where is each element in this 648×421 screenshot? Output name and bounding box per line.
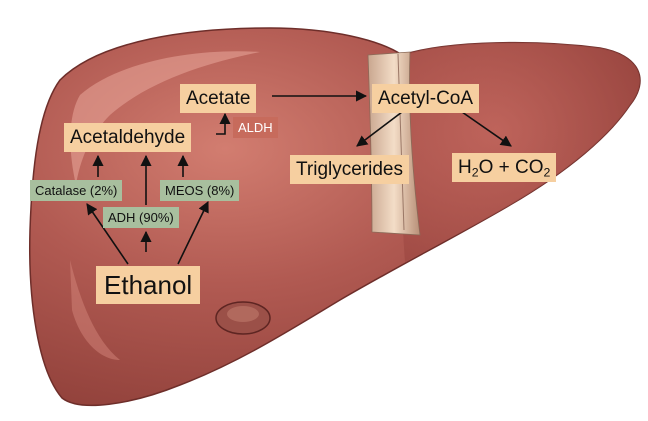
h2o-co2-part1: H	[458, 157, 472, 178]
label-acetyl-coa: Acetyl-CoA	[372, 84, 479, 113]
label-catalase: Catalase (2%)	[30, 180, 122, 201]
label-h2o-co2: H2O + CO2	[452, 153, 556, 182]
label-triglycerides: Triglycerides	[290, 155, 409, 184]
h2o-co2-sub2: 2	[544, 166, 551, 180]
label-meos: MEOS (8%)	[160, 180, 239, 201]
label-aldh: ALDH	[233, 117, 278, 138]
h2o-co2-sub1: 2	[472, 166, 479, 180]
label-acetaldehyde: Acetaldehyde	[64, 123, 191, 152]
h2o-co2-part2: O + CO	[479, 157, 544, 178]
label-adh: ADH (90%)	[103, 207, 179, 228]
label-ethanol: Ethanol	[96, 266, 200, 304]
label-acetate: Acetate	[180, 84, 256, 113]
